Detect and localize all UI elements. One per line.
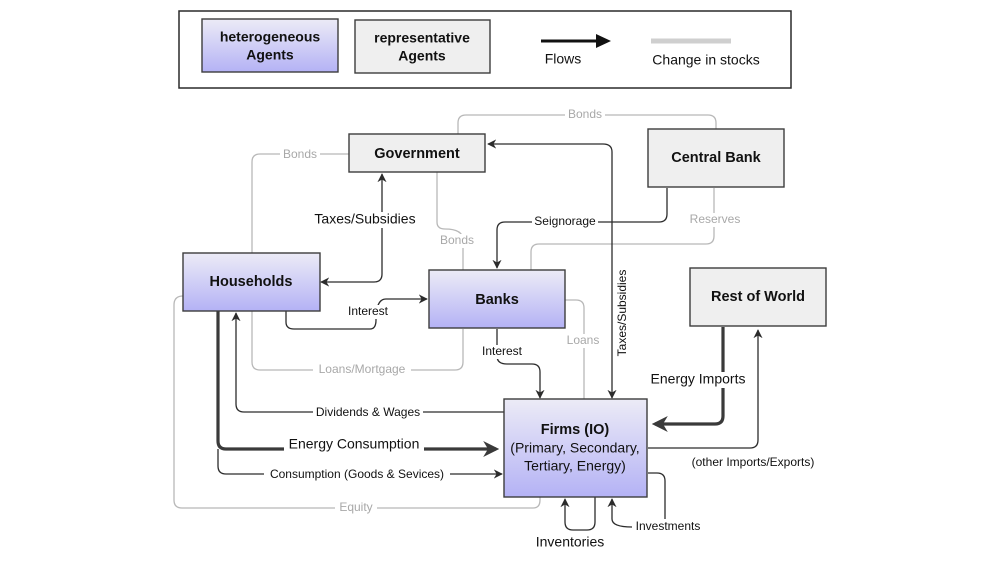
edge-interest-hh-banks	[285, 294, 428, 330]
label-taxes-firms-gov: Taxes/Subsidies	[615, 270, 629, 357]
edge-dividends-wages	[231, 312, 504, 413]
node-central-bank[interactable]: Central Bank	[647, 128, 785, 188]
legend-representative: representative Agents	[354, 19, 491, 74]
banks-box[interactable]	[428, 269, 566, 329]
label-loans: Loans	[567, 333, 600, 347]
label-loans-mortgage: Loans/Mortgage	[319, 362, 406, 376]
label-seignorage: Seignorage	[534, 214, 596, 228]
edge-bonds-hh-gov	[251, 153, 349, 253]
label-bonds-hh-gov: Bonds	[283, 147, 317, 161]
government-box[interactable]	[348, 133, 486, 173]
edge-taxes-firms-gov	[487, 139, 617, 399]
label-energy-imports: Energy Imports	[651, 371, 746, 387]
label-taxes-hh-gov: Taxes/Subsidies	[314, 211, 415, 227]
label-consumption: Consumption (Goods & Sevices)	[270, 467, 444, 481]
label-dividends-wages: Dividends & Wages	[316, 405, 420, 419]
households-title: Households	[210, 274, 293, 290]
legend-flows: Flows	[541, 34, 611, 67]
label-inventories: Inventories	[536, 534, 604, 550]
flow-edges: Taxes/Subsidies Taxes/Subsidies Seignora…	[216, 139, 815, 550]
legend-heterogeneous-swatch	[201, 18, 339, 73]
government-title: Government	[374, 146, 460, 162]
edge-equity	[173, 295, 541, 509]
firms-box[interactable]	[503, 398, 648, 498]
legend-heterogeneous-line1: heterogeneous	[220, 29, 321, 45]
legend: heterogeneous Agents representative Agen…	[178, 10, 792, 89]
edge-loans-banks-firms	[565, 299, 585, 399]
edge-other-imports-exports	[648, 329, 763, 449]
node-government[interactable]: Government	[348, 133, 486, 173]
rest-of-world-title: Rest of World	[711, 289, 805, 305]
node-firms[interactable]: Firms (IO) (Primary, Secondary, Tertiary…	[503, 398, 648, 498]
legend-flow-arrow-icon	[596, 34, 611, 48]
node-banks[interactable]: Banks	[428, 269, 566, 329]
firms-subtitle-line2: Tertiary, Energy)	[524, 458, 626, 474]
legend-representative-line1: representative	[374, 30, 470, 46]
edge-energy-imports	[651, 327, 725, 432]
edge-interest-banks-firms	[496, 329, 545, 399]
legend-representative-line2: Agents	[398, 48, 446, 64]
edge-energy-consumption	[216, 311, 500, 457]
label-other-imports-exports: (other Imports/Exports)	[692, 455, 815, 469]
label-equity: Equity	[339, 500, 372, 514]
firms-title: Firms (IO)	[541, 422, 610, 438]
legend-flows-label: Flows	[545, 51, 582, 67]
rest-of-world-box[interactable]	[689, 267, 827, 327]
households-box[interactable]	[182, 252, 321, 312]
edge-inventories	[560, 497, 596, 531]
central-bank-box[interactable]	[647, 128, 785, 188]
edge-investments	[612, 472, 666, 528]
legend-heterogeneous-line2: Agents	[246, 47, 294, 63]
node-households[interactable]: Households	[182, 252, 321, 312]
edge-consumption	[217, 449, 503, 479]
label-interest-banks-firms: Interest	[482, 344, 523, 358]
label-bonds-gov-cb: Bonds	[568, 107, 602, 121]
legend-stocks: Change in stocks	[651, 38, 760, 68]
banks-title: Banks	[475, 292, 519, 308]
legend-stocks-label: Change in stocks	[652, 52, 759, 68]
edge-taxes-hh-gov	[320, 173, 387, 287]
legend-heterogeneous: heterogeneous Agents	[201, 18, 339, 73]
label-reserves: Reserves	[690, 212, 741, 226]
label-investments: Investments	[636, 519, 701, 533]
label-bonds-gov-banks: Bonds	[440, 233, 474, 247]
firms-subtitle-line1: (Primary, Secondary,	[510, 440, 639, 456]
legend-representative-swatch	[354, 19, 491, 74]
edge-bonds-gov-banks	[436, 172, 464, 270]
node-rest-of-world[interactable]: Rest of World	[689, 267, 827, 327]
central-bank-title: Central Bank	[671, 150, 761, 166]
label-energy-consumption: Energy Consumption	[289, 436, 420, 452]
label-interest-hh-banks: Interest	[348, 304, 389, 318]
